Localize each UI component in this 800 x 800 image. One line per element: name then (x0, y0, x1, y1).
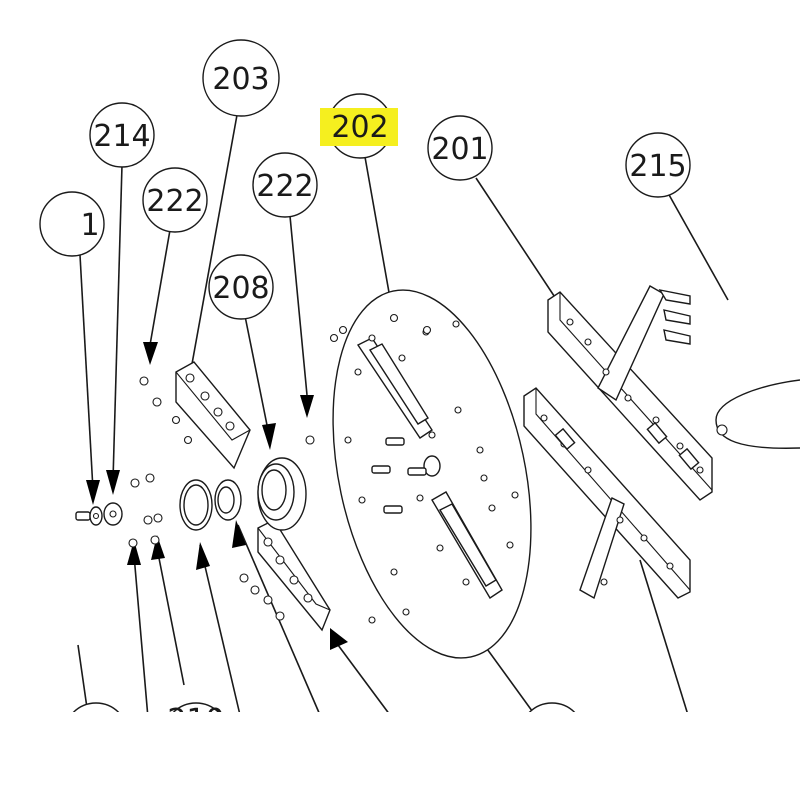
callout-215: 215 (625, 132, 691, 198)
callout-1: 1 (39, 191, 105, 257)
round-plate-part (332, 289, 532, 659)
callout-222-left: 222 (142, 167, 208, 233)
callout-label: 1 (80, 208, 99, 243)
callout-label: 201 (431, 132, 488, 167)
callout-208: 208 (208, 254, 274, 320)
callout-201: 201 (427, 115, 493, 181)
callout-label: 202 (331, 110, 388, 145)
callout-label: 222 (256, 169, 313, 204)
callout-label: 222 (146, 184, 203, 219)
o-ring-part (179, 479, 213, 531)
bracket-lower-part (523, 387, 691, 600)
lower-bar-part (257, 519, 331, 632)
callout-214: 214 (89, 102, 155, 168)
washers (75, 502, 123, 526)
callout-222-right: 222 (252, 152, 318, 218)
callout-203: 203 (202, 39, 280, 117)
callout-label: 203 (212, 62, 269, 97)
callout-label: 214 (93, 119, 150, 154)
upper-bar-part (171, 361, 251, 470)
callout-202-highlighted: 202 (320, 93, 398, 159)
callout-label: 215 (629, 149, 686, 184)
bottom-crop-mask (0, 712, 800, 800)
callout-label: 208 (212, 271, 269, 306)
bracket-201-part (547, 285, 713, 501)
partial-part-215 (715, 379, 800, 449)
highlight-box (320, 108, 398, 146)
bearing-part (214, 457, 307, 531)
small-screws (128, 325, 432, 621)
